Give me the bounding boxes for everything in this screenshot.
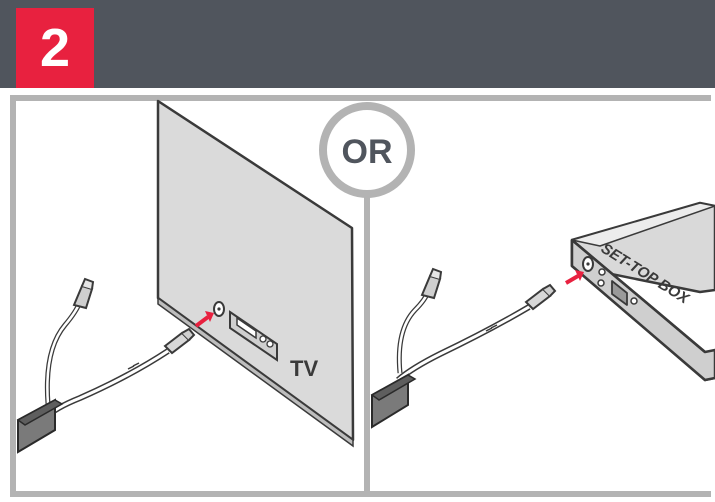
or-label: OR <box>342 133 393 171</box>
left-amplifier-box <box>16 398 64 454</box>
tv-illustration <box>156 99 355 448</box>
left-connect-arrow <box>194 315 210 328</box>
step-header-bar <box>0 0 715 88</box>
set-top-box-illustration <box>570 201 715 382</box>
right-connect-arrow <box>564 274 580 285</box>
step-number-badge: 2 <box>16 8 94 88</box>
or-divider-badge <box>319 102 415 198</box>
right-coax-cable <box>396 267 557 383</box>
tv-label: TV <box>290 356 318 381</box>
right-amplifier-box <box>370 373 417 429</box>
